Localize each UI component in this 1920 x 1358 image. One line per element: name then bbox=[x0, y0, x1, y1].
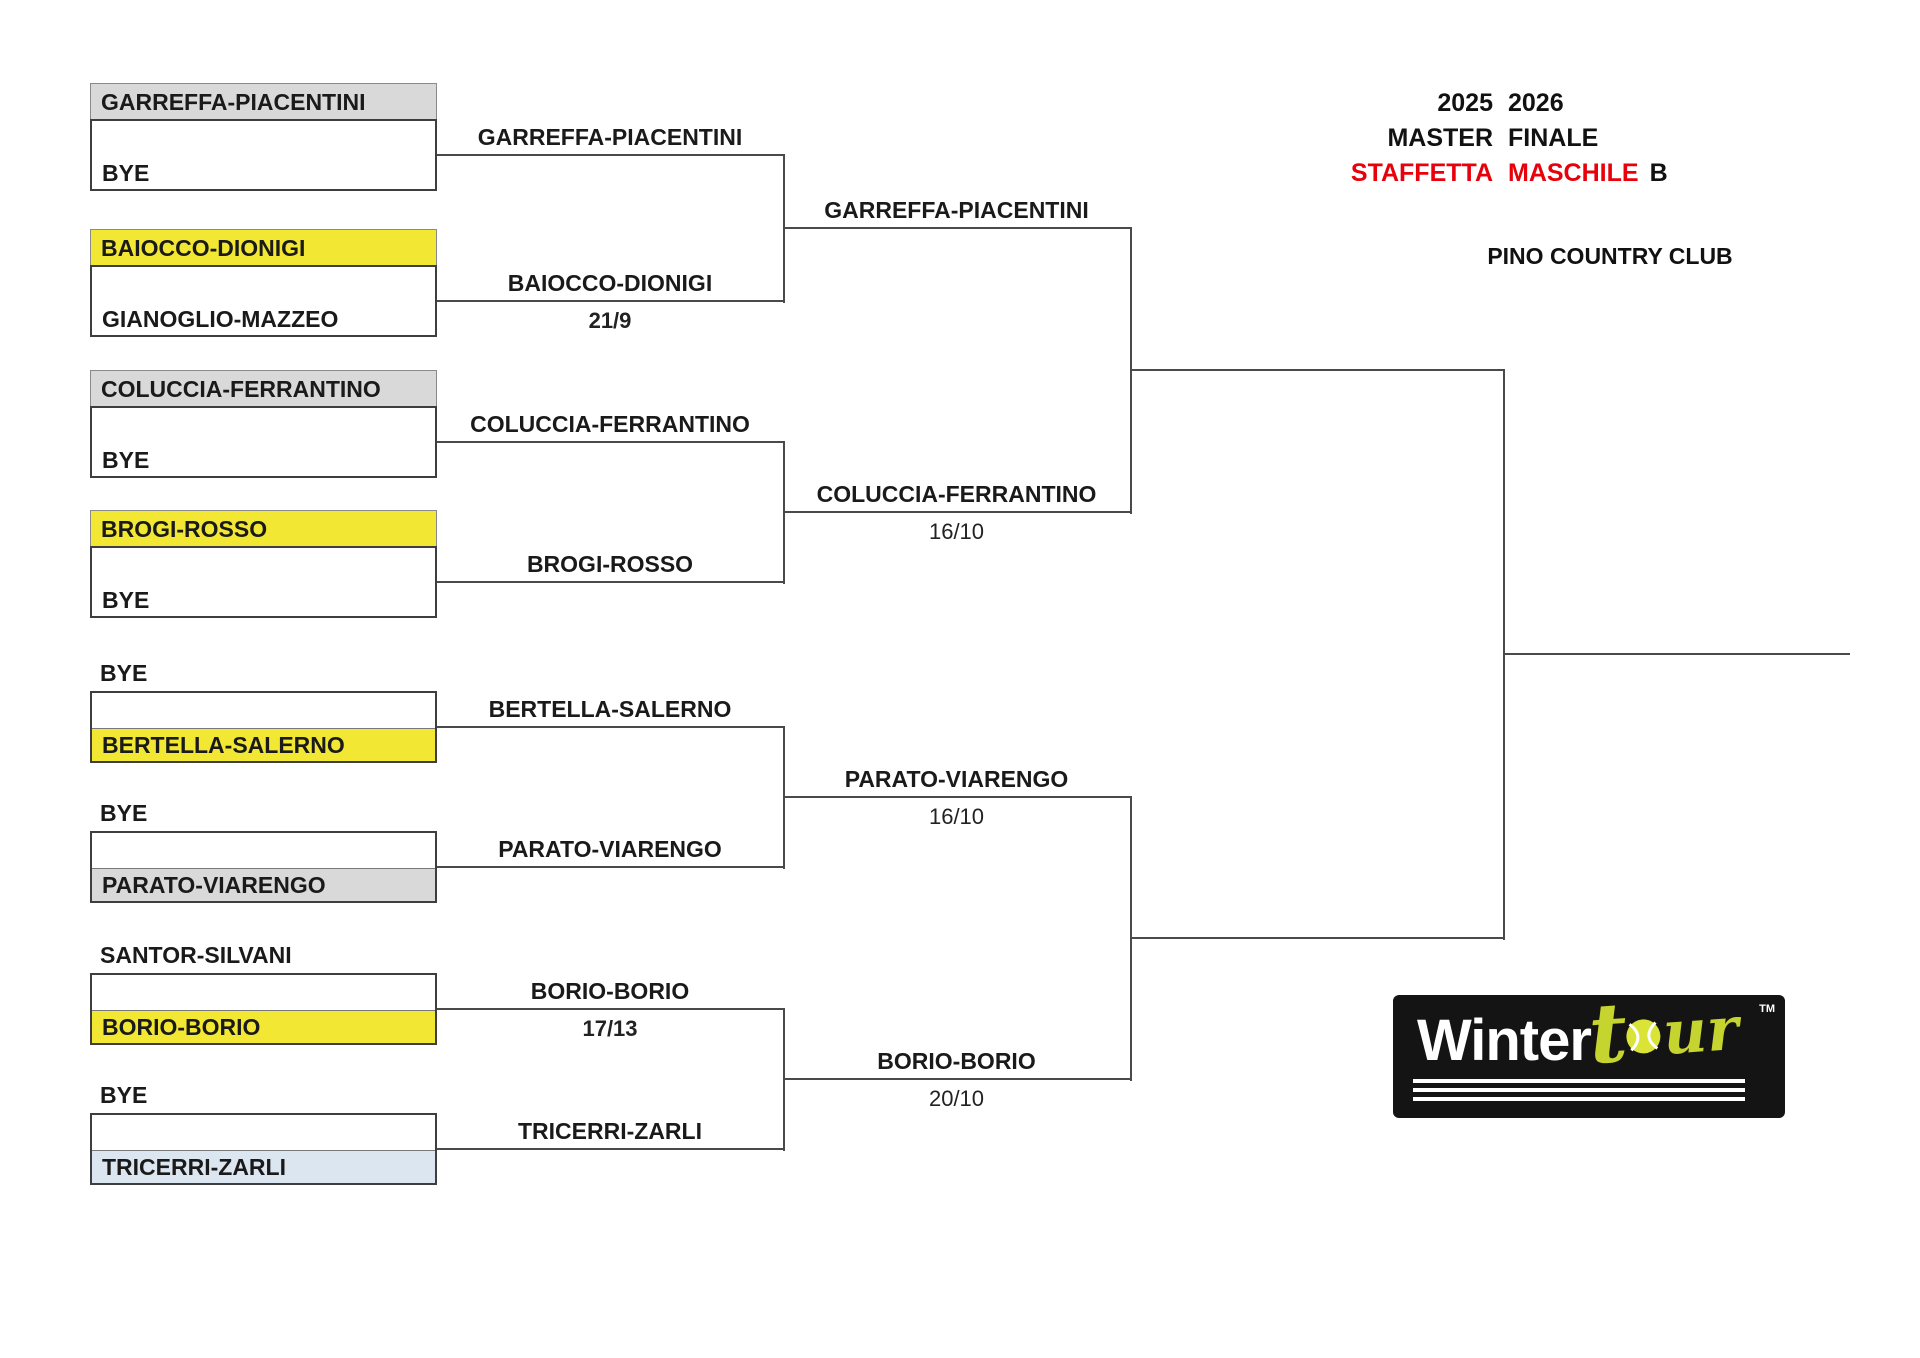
match-box bbox=[90, 831, 437, 903]
bracket-line-sf-vertical bbox=[1130, 797, 1132, 1081]
match-box bbox=[90, 119, 437, 191]
header-master: MASTER bbox=[1387, 124, 1493, 152]
bracket-line-qf-vertical bbox=[783, 155, 785, 303]
bracket-line-r1-winner bbox=[437, 726, 785, 728]
match-box bbox=[90, 973, 437, 1045]
match-box bbox=[90, 546, 437, 618]
logo-stripe bbox=[1413, 1079, 1745, 1083]
logo-tour-ur: ur bbox=[1660, 993, 1741, 1069]
bracket-line-qf-winner bbox=[783, 511, 1132, 513]
qf-winner-label: GARREFFA-PIACENTINI bbox=[824, 197, 1089, 223]
r1-winner-label: COLUCCIA-FERRANTINO bbox=[470, 411, 750, 437]
team-cell-seeded: BORIO-BORIO bbox=[92, 1010, 435, 1043]
r1-match-score: 17/13 bbox=[582, 1016, 638, 1041]
team-cell-seeded: PARATO-VIARENGO bbox=[92, 868, 435, 901]
r1-winner-label: BROGI-ROSSO bbox=[526, 551, 694, 577]
bracket-line-qf-vertical bbox=[783, 1009, 785, 1151]
header-staffetta: STAFFETTA bbox=[1350, 159, 1493, 187]
bracket-line-r1-winner bbox=[437, 300, 785, 302]
qf-winner-label: COLUCCIA-FERRANTINO bbox=[816, 481, 1097, 507]
bracket-line-qf-winner bbox=[783, 1078, 1132, 1080]
r1-winner-label: BAIOCCO-DIONIGI bbox=[507, 270, 713, 296]
team-cell-seeded: BAIOCCO-DIONIGI bbox=[90, 229, 437, 265]
bracket-line-sf-vertical bbox=[1130, 228, 1132, 514]
r1-match-score: 21/9 bbox=[588, 308, 632, 333]
qf-match-score: 16/10 bbox=[928, 519, 985, 544]
qf-match-score: 16/10 bbox=[928, 804, 985, 829]
bracket-line-sf-winner bbox=[1130, 937, 1505, 939]
team-cell: BYE bbox=[100, 1082, 148, 1108]
header-finale: FINALE bbox=[1508, 124, 1599, 152]
team-cell: BYE bbox=[100, 800, 148, 826]
bracket-line-r1-winner bbox=[437, 441, 785, 443]
logo-winter-text: Winter bbox=[1417, 1008, 1592, 1073]
qf-winner-label: PARATO-VIARENGO bbox=[844, 766, 1069, 792]
r1-winner-label: BORIO-BORIO bbox=[530, 978, 690, 1004]
bracket-line-qf-vertical bbox=[783, 727, 785, 869]
team-cell-seeded: COLUCCIA-FERRANTINO bbox=[90, 370, 437, 406]
header-maschile: MASCHILE bbox=[1508, 159, 1639, 187]
bracket-line-r1-winner bbox=[437, 866, 785, 868]
team-cell: BYE bbox=[102, 160, 150, 186]
header-category: MASCHILE B bbox=[1508, 158, 1848, 188]
qf-match-score: 20/10 bbox=[928, 1086, 985, 1111]
bracket-line-r1-winner bbox=[437, 154, 785, 156]
bracket-line-sf-winner bbox=[1130, 369, 1505, 371]
tennis-ball-icon bbox=[1626, 1019, 1661, 1054]
bracket-line-qf-vertical bbox=[783, 442, 785, 584]
bracket-line-r1-winner bbox=[437, 1008, 785, 1010]
team-cell: BYE bbox=[102, 587, 150, 613]
wintertour-logo: Winter t ur TM bbox=[1393, 985, 1785, 1118]
header-season-right: 2026 bbox=[1508, 89, 1564, 117]
r1-winner-label: BERTELLA-SALERNO bbox=[488, 696, 732, 722]
bracket-line-final-winner bbox=[1503, 653, 1850, 655]
match-box bbox=[90, 265, 437, 337]
team-cell: BYE bbox=[100, 660, 148, 686]
header-category-b: B bbox=[1649, 159, 1668, 187]
r1-winner-label: GARREFFA-PIACENTINI bbox=[477, 124, 743, 150]
team-cell: GIANOGLIO-MAZZEO bbox=[102, 306, 339, 332]
match-box bbox=[90, 1113, 437, 1185]
bracket-line-qf-winner bbox=[783, 796, 1132, 798]
venue-name: PINO COUNTRY CLUB bbox=[1487, 243, 1733, 269]
r1-winner-label: PARATO-VIARENGO bbox=[498, 836, 722, 862]
logo-stripe bbox=[1413, 1088, 1745, 1092]
logo-tm-mark: TM bbox=[1759, 1003, 1775, 1015]
bracket-line-r1-winner bbox=[437, 581, 785, 583]
match-box bbox=[90, 406, 437, 478]
header-season-left: 2025 bbox=[1437, 89, 1493, 117]
bracket-line-r1-winner bbox=[437, 1148, 785, 1150]
team-cell-seeded: GARREFFA-PIACENTINI bbox=[90, 83, 437, 119]
match-box bbox=[90, 691, 437, 763]
r1-winner-label: TRICERRI-ZARLI bbox=[518, 1118, 702, 1144]
team-cell: BYE bbox=[102, 447, 150, 473]
qf-winner-label: BORIO-BORIO bbox=[877, 1048, 1036, 1074]
team-cell-seeded: BROGI-ROSSO bbox=[90, 510, 437, 546]
logo-tour-text: t ur bbox=[1586, 984, 1741, 1083]
bracket-line-final-vertical bbox=[1503, 370, 1505, 940]
logo-stripe bbox=[1413, 1097, 1745, 1101]
team-cell-seeded: BERTELLA-SALERNO bbox=[92, 728, 435, 761]
bracket-line-qf-winner bbox=[783, 227, 1132, 229]
team-cell-seeded: TRICERRI-ZARLI bbox=[92, 1150, 435, 1183]
team-cell: SANTOR-SILVANI bbox=[100, 942, 292, 968]
